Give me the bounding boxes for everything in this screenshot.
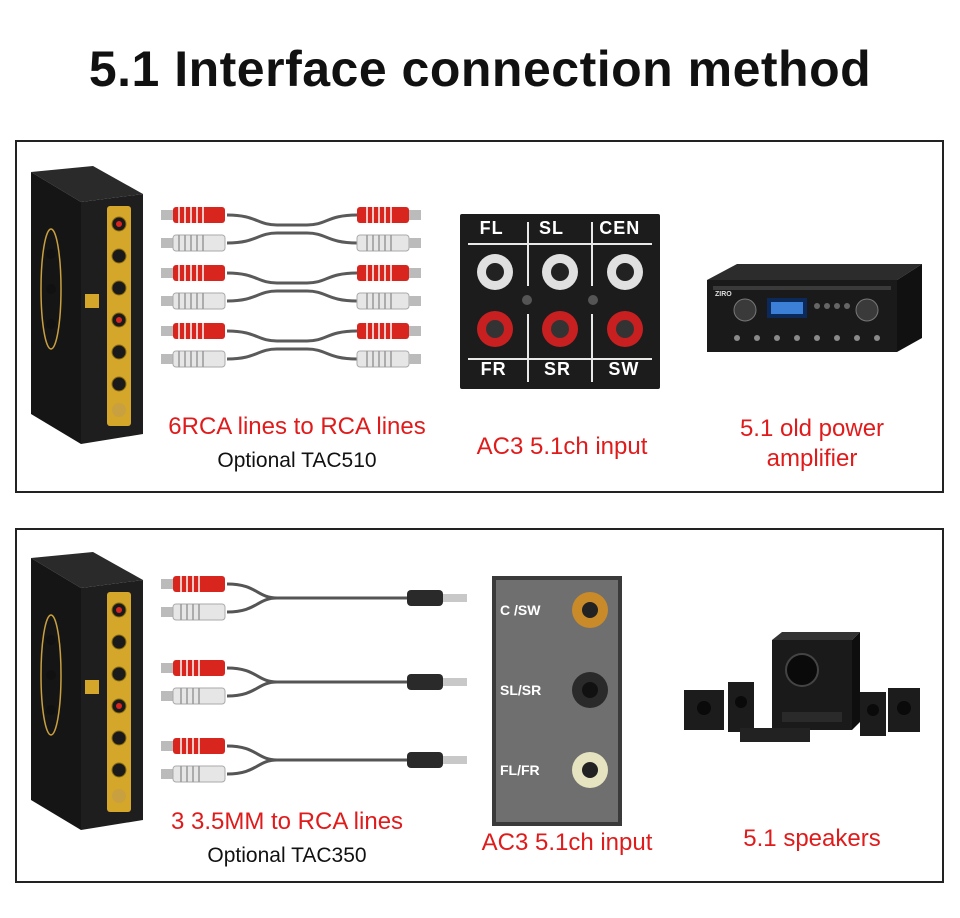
speaker-set-image bbox=[684, 632, 920, 742]
jack-label-sw: SW bbox=[608, 359, 640, 379]
cable-subcaption: Optional TAC510 bbox=[217, 449, 377, 472]
device-caption: 5.1 speakers bbox=[743, 825, 881, 852]
device-caption: 5.1 old power amplifier bbox=[697, 414, 927, 474]
rca-cable-image bbox=[161, 207, 421, 368]
jack-label-cen: CEN bbox=[599, 218, 641, 238]
device-caption-line2: amplifier bbox=[766, 445, 858, 472]
decoder-box-image bbox=[31, 552, 143, 830]
jack-label-csw: C /SW bbox=[500, 602, 541, 618]
jack-label-sl: SL bbox=[538, 218, 564, 238]
rca-jack-panel-image: FL SL CEN FR SR SW bbox=[460, 214, 660, 389]
amp-brand: ZIRO bbox=[715, 291, 732, 298]
cable-subcaption: Optional TAC350 bbox=[207, 844, 367, 867]
jack-label-fr: FR bbox=[480, 359, 507, 379]
amplifier-image: ZIRO bbox=[707, 264, 922, 352]
decoder-box-image bbox=[31, 166, 143, 444]
panel-aux-connection: 3 3.5MM to RCA lines Optional TAC350 C /… bbox=[15, 528, 944, 883]
aux-cable-image bbox=[161, 576, 467, 783]
jack-label-flfr: FL/FR bbox=[500, 762, 540, 778]
jack-label-sr: SR bbox=[543, 359, 571, 379]
panel-rca-connection: 6RCA lines to RCA lines Optional TAC510 … bbox=[15, 140, 944, 493]
jack-label-fl: FL bbox=[479, 218, 504, 238]
device-caption-line1: 5.1 old power bbox=[739, 415, 885, 442]
jack-label-slsr: SL/SR bbox=[500, 682, 542, 698]
input-caption: AC3 5.1ch input bbox=[481, 829, 653, 856]
input-caption: AC3 5.1ch input bbox=[476, 433, 648, 460]
aux-jack-panel-image: C /SW SL/SR FL/FR bbox=[492, 576, 622, 826]
cable-caption: 3 3.5MM to RCA lines bbox=[170, 808, 404, 835]
page-title: 5.1 Interface connection method bbox=[88, 41, 872, 97]
cable-caption: 6RCA lines to RCA lines bbox=[168, 413, 426, 440]
